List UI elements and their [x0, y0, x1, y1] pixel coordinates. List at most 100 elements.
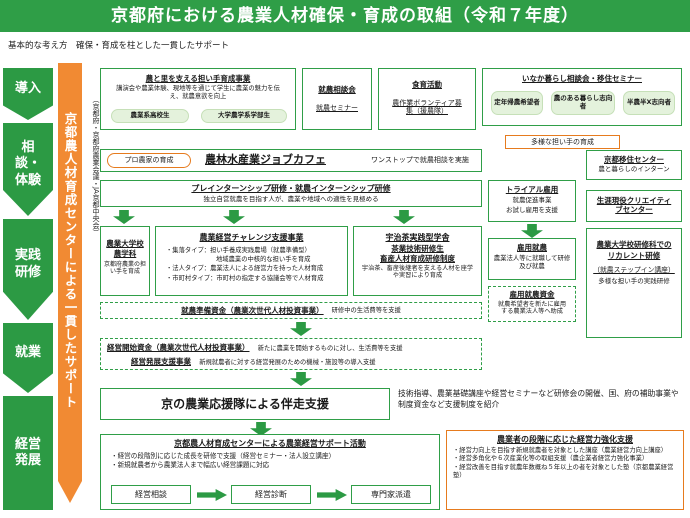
kaishi-row: 経営開始資金（農業次世代人材投資事業） 新たに農業を開始するものに対し、生活費等… [107, 343, 403, 353]
stage-training: 実践研修 [3, 219, 53, 320]
stage-consult: 相談・体験 [3, 123, 53, 216]
uji-sub2: 畜産人材育成研修制度 [380, 253, 455, 263]
hatten-desc: 新規就農者に対する経営発展のための機械・施設等の導入支援 [199, 359, 376, 366]
volunteer-label: 農作業ボランティア募集（援農隊） [392, 99, 462, 116]
ouen-box: 京の農業応援隊による伴走支援 [100, 388, 390, 420]
arrow-down-challenge [223, 210, 245, 224]
internship-box: プレインターンシップ研修・就農インターンシップ研修 独立自営就農を目指す人が、農… [100, 180, 482, 207]
fukyu-center-desc: 農と暮らしのインターン [598, 165, 670, 173]
center-support-item: ・新規就農者から農業法人まで幅広い経営課題に対応 [111, 461, 270, 470]
ouen-desc: 技術指導、農業基礎講座や経営セミナーなど研修会の開催、国、府の補助事業や制度資金… [398, 389, 679, 410]
shuno-seminar: 就農セミナー [316, 104, 358, 112]
stage-intro: 導入 [3, 68, 53, 120]
pro-farmer-label: プロ農家の育成 [107, 153, 191, 168]
kyoka-list: ・経営力向上を目指す新規就農者を対象とした講座（農業経営力向上講座） ・経営多角… [447, 447, 683, 481]
junbi-title: 就農準備資金（農業次世代人材投資事業） [181, 306, 324, 315]
koyo-shikin-title: 雇用就農資金 [509, 290, 555, 299]
jobcafe-box: プロ農家の育成 農林水産業ジョブカフェ ワンストップで就農相談を実施 [100, 149, 482, 172]
tag-agri-highschool: 農業系高校生 [111, 109, 189, 123]
step-keiei-soudan: 経営相談 [111, 485, 191, 504]
challenge-title: 農業経営チャレンジ支援事業 [199, 233, 304, 242]
support-center-note: （京都府・京都府農業会議・JA京都中央会） [92, 96, 100, 236]
daigakko-title: 農業大学校 [106, 239, 144, 248]
challenge-item: 地域農業の中核的な担い手を育成 [216, 256, 311, 264]
koyo-desc: 農業法人等に就職して研修及び就農 [493, 254, 571, 270]
tag-nou-kurashi: 農のある暮らし志向者 [551, 91, 615, 115]
recurrent-desc: 多様な担い手の実践研修 [598, 276, 670, 285]
shogai-title: 生涯現役クリエイティブセンター [596, 196, 672, 214]
fukyu-center-box: 京都移住センター 農と暮らしのインターン [586, 150, 682, 180]
hatten-row: 経営発展支援事業 新規就農者に対する経営発展のための機械・施設等の導入支援 [131, 357, 376, 367]
recurrent-title: 農業大学校研修科でのリカレント研修 [596, 240, 672, 261]
shuno-consult-box: 就農相談会 就農セミナー [302, 68, 372, 130]
arrow-down-ouen [290, 372, 312, 386]
trial-desc: お試し雇用を支援 [506, 205, 558, 214]
uji-sub: 茶業技術研修生 [391, 243, 444, 253]
daigakko-sub: 農学科 [113, 249, 137, 258]
kaishi-title: 経営開始資金（農業次世代人材投資事業） [107, 343, 250, 352]
challenge-list: ・集落タイプ：担い手養成実践農場（就農準備型） 地域農業の中核的な担い手を育成 … [156, 246, 347, 284]
page-subtitle: 基本的な考え方 確保・育成を柱とした一貫したサポート [8, 41, 230, 51]
ninaite-program-box: 農と里を支える担い手育成事業 講演会や農業体験、現地等を通じて学生に農業の魅力を… [100, 68, 296, 130]
recurrent-sub: （就農ステップイン講座） [593, 265, 675, 274]
ninaite-desc: 講演会や農業体験、現地等を通じて学生に農業の魅力を伝え、就農意欲を向上 [116, 85, 280, 100]
arrow-down-uji [393, 210, 415, 224]
jobcafe-title: 農林水産業ジョブカフェ [205, 153, 326, 166]
inaka-title: いなか暮らし相談会・移住セミナー [522, 74, 642, 83]
arrow-down-kaishi [290, 322, 312, 336]
step-senmonka-haken: 専門家派遣 [351, 485, 431, 504]
trial-sub: 就農促進事業 [512, 196, 552, 204]
tag-agri-university: 大学農学系学部生 [201, 109, 287, 123]
daigakko-desc: 京都府農業の担い手を育成 [103, 261, 146, 276]
fukyu-center-title: 京都移住センター [604, 155, 664, 164]
kyoka-title: 農業者の段階に応じた経営力強化支援 [497, 435, 633, 444]
koyo-shikin-box: 雇用就農資金 就農希望者を新たに雇用する農業法人等へ助成 [488, 286, 576, 322]
arrow-down-koyo [521, 224, 543, 238]
recurrent-box: 農業大学校研修科でのリカレント研修 （就農ステップイン講座） 多様な担い手の実践… [586, 228, 682, 338]
kyoka-item: ・経営力向上を目指す新規就農者を対象とした講座（農業経営力向上講座） [453, 446, 668, 454]
step-keiei-shindan: 経営診断 [231, 485, 311, 504]
arrow-down-daigakko [113, 210, 135, 224]
ninaite-title: 農と里を支える担い手育成事業 [145, 74, 251, 83]
daigakko-box: 農業大学校 農学科 京都府農業の担い手を育成 [100, 226, 150, 296]
junbi-box: 就農準備資金（農業次世代人材投資事業） 研修中の生活費等を支援 [100, 302, 482, 319]
trial-box: トライアル雇用 就農促進事業 お試し雇用を支援 [488, 180, 576, 222]
koyo-box: 雇用就農 農業法人等に就職して研修及び就農 [488, 238, 576, 280]
arrow-right-step2 [317, 489, 347, 501]
stage-employment: 就業 [3, 323, 53, 393]
center-support-title: 京都農人材育成センターによる農業経営サポート活動 [174, 439, 366, 448]
hatten-title: 経営発展支援事業 [131, 357, 191, 366]
junbi-desc: 研修中の生活費等を支援 [331, 306, 401, 314]
center-support-list: ・経営の段階別に応じた成長を研修で支援（経営セミナー・法人設立講座） ・新規就農… [101, 452, 439, 472]
kaishi-desc: 新たに農業を開始するものに対し、生活費等を支援 [257, 345, 403, 352]
internship-title: プレインターンシップ研修・就農インターンシップ研修 [191, 184, 391, 193]
center-support-box: 京都農人材育成センターによる農業経営サポート活動 ・経営の段階別に応じた成長を研… [100, 434, 440, 510]
challenge-item: ・集落タイプ：担い手養成実践農場（就農準備型） [166, 246, 311, 254]
tag-hannou-hanx: 半農半X志向者 [623, 91, 675, 115]
tayou-label: 多様な担い手の育成 [505, 135, 620, 149]
internship-desc: 独立自営就農を目指す人が、農業や地域への適性を見極める [203, 194, 379, 203]
kaishi-box: 経営開始資金（農業次世代人材投資事業） 新たに農業を開始するものに対し、生活費等… [100, 338, 482, 370]
shokuiku-box: 食育活動 農作業ボランティア募集（援農隊） [378, 68, 476, 130]
shogai-box: 生涯現役クリエイティブセンター [586, 190, 682, 222]
uji-box: 宇治茶実践型学舎 茶業技術研修生 畜産人材育成研修制度 宇治茶、畜産後継者を支え… [353, 226, 482, 296]
challenge-item: ・法人タイプ：農業法人による経営力を持った人材育成 [166, 265, 324, 273]
support-center-label: 京都農人材育成センターによる一貫したサポート [62, 112, 78, 409]
stage-management: 経営発展 [3, 396, 53, 510]
inaka-box: いなか暮らし相談会・移住セミナー 定年帰農希望者 農のある暮らし志向者 半農半X… [482, 68, 682, 126]
tag-teinen-kino: 定年帰農希望者 [491, 91, 543, 115]
kyoka-box: 農業者の段階に応じた経営力強化支援 ・経営力向上を目指す新規就農者を対象とした講… [446, 430, 684, 510]
challenge-box: 農業経営チャレンジ支援事業 ・集落タイプ：担い手養成実践農場（就農準備型） 地域… [155, 226, 348, 296]
ouen-title: 京の農業応援隊による伴走支援 [161, 396, 329, 411]
shokuiku-title: 食育活動 [412, 80, 442, 89]
arrow-right-step1 [197, 489, 227, 501]
support-center-spine [58, 63, 82, 503]
koyo-shikin-desc: 就農希望者を新たに雇用する農業法人等へ助成 [497, 301, 567, 316]
trial-title: トライアル雇用 [505, 185, 559, 194]
koyo-title: 雇用就農 [517, 243, 547, 252]
kyoka-item: ・経営多角化や６次産業化等の取組支援（農企業者経営力強化事業） [453, 455, 649, 463]
kyoka-item: ・経営改善を目指す就農年数概ね５年以上の者を対象とした塾（京都農業経営塾） [453, 463, 674, 480]
center-support-item: ・経営の段階別に応じた成長を研修で支援（経営セミナー・法人設立講座） [111, 451, 336, 460]
uji-desc: 宇治茶、畜産後継者を支える人材を座学や実習により育成 [361, 264, 474, 280]
page-title: 京都府における農業人材確保・育成の取組（令和７年度） [0, 0, 690, 32]
